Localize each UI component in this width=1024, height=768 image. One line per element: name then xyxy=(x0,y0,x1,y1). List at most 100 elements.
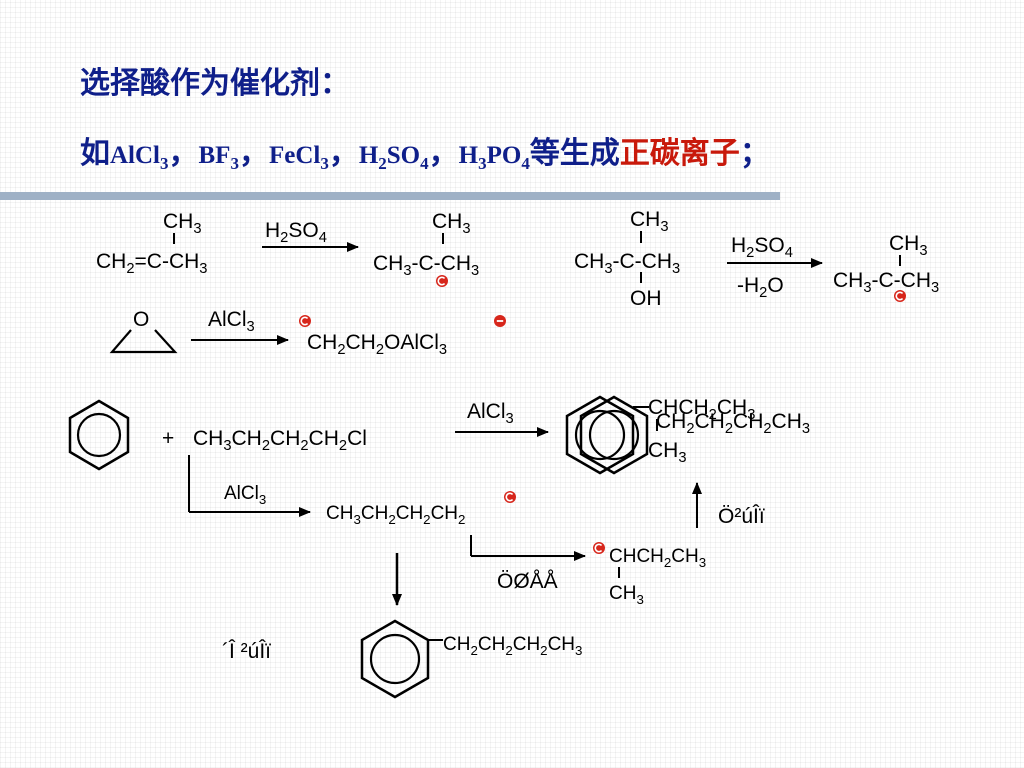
formula-part: AlCl xyxy=(110,142,160,169)
r1-reactant-methyl: CH3 xyxy=(163,210,202,237)
formula-part: AlCl xyxy=(224,483,259,504)
formula-part: 3 xyxy=(802,421,810,437)
heading-suffix: 等生成 xyxy=(529,136,620,171)
formula-part: CH xyxy=(431,503,458,524)
formula-part: H xyxy=(731,234,746,257)
formula-part: CH xyxy=(326,503,353,524)
catalyst-formula: H2SO4 xyxy=(358,142,429,173)
formula-part: 4 xyxy=(785,245,793,261)
minor-product-label: ´Î ²úÎï xyxy=(222,640,271,663)
formula-part: CH xyxy=(513,634,540,655)
r1-reactant: CH2=C-CH3 xyxy=(96,250,207,277)
formula-part: 2 xyxy=(337,342,345,358)
formula-part: 3 xyxy=(199,261,207,277)
r3-reagent: AlCl3 xyxy=(208,308,255,335)
formula-part: SO xyxy=(288,219,318,242)
formula-part: BF xyxy=(198,142,231,169)
formula-part: OAlCl xyxy=(384,331,439,354)
formula-part: 2 xyxy=(664,555,671,570)
formula-part: 3 xyxy=(506,411,514,427)
formula-part: 3 xyxy=(230,154,239,173)
formula-part: AlCl xyxy=(208,308,247,331)
formula-part: CHCH xyxy=(648,396,709,419)
formula-part: AlCl xyxy=(467,400,506,423)
formula-part: CH xyxy=(630,208,660,231)
reaction-tert-butanol: CH3 CH3-C-CH3 OH H2SO4 -H2O CH3 CH3-C-CH… xyxy=(574,208,939,310)
primary-carbocation: CH3CH2CH2CH2 xyxy=(326,503,465,527)
formula-part: 2 xyxy=(540,643,547,658)
formula-part: 3 xyxy=(471,263,479,279)
formula-part: 4 xyxy=(521,154,530,173)
r3-positive-charge xyxy=(298,314,312,328)
formula-part: 3 xyxy=(247,319,255,335)
reaction-isobutylene: CH3 CH2=C-CH3 H2SO4 CH3 CH3-C-CH3 xyxy=(96,210,479,288)
formula-part: CH xyxy=(772,410,802,433)
formula-part: 3 xyxy=(478,154,487,173)
formula-part: CH xyxy=(432,210,462,233)
rearrangement-label: ÖØÅÅ xyxy=(497,570,558,593)
formula-part: O xyxy=(133,308,149,331)
formula-part: CH xyxy=(361,503,388,524)
formula-part: 3 xyxy=(919,243,927,259)
formula-part: SO xyxy=(754,234,784,257)
main-product-chain-b: CH2CH2CH2CH3 xyxy=(656,410,810,437)
formula-part: CH xyxy=(232,427,262,450)
plus-sign: + xyxy=(162,427,174,450)
r2-reactant-methyl: CH3 xyxy=(630,208,669,235)
formula-part: O xyxy=(767,274,783,297)
catalyst-separator: ， xyxy=(168,136,199,171)
formula-part: 4 xyxy=(319,230,327,246)
formula-part: CH xyxy=(307,331,337,354)
r1-reagent: H2SO4 xyxy=(265,219,327,246)
r2-condition: -H2O xyxy=(737,274,784,301)
formula-part: 3 xyxy=(604,261,612,277)
formula-part: 2 xyxy=(470,643,477,658)
formula-part: 2 xyxy=(300,438,308,454)
formula-part: CH xyxy=(96,250,126,273)
formula-part: H xyxy=(358,142,379,169)
r3-product: CH2CH2OAlCl3 xyxy=(307,331,447,358)
r4-reagent-branch: AlCl3 xyxy=(224,483,266,507)
r2-product-methyl: CH3 xyxy=(889,232,928,259)
formula-part: CH xyxy=(671,546,698,567)
formula-part: CH xyxy=(717,396,747,419)
formula-part: CH xyxy=(574,250,604,273)
formula-part: CH xyxy=(478,634,505,655)
benzene-ring-reactant xyxy=(68,399,130,471)
main-product-chain-a: CHCH2CH3 xyxy=(648,396,755,423)
formula-part: 4 xyxy=(420,154,429,173)
r3-negative-charge xyxy=(493,314,507,328)
main-product-methyl: CH3 xyxy=(648,439,687,466)
r1-product-methyl: CH3 xyxy=(432,210,471,237)
formula-part: CH xyxy=(609,583,636,604)
carbocation-term: 正碳离子 xyxy=(619,136,740,171)
formula-part: CHCH xyxy=(609,546,664,567)
catalyst-separator: ， xyxy=(328,136,359,171)
formula-part: 2 xyxy=(378,154,387,173)
heading-end: ； xyxy=(739,136,770,171)
formula-part: CH xyxy=(548,634,575,655)
formula-part: CH xyxy=(889,232,919,255)
formula-part: 3 xyxy=(160,154,169,173)
catalyst-formula: FeCl3 xyxy=(269,142,329,173)
formula-part: 3 xyxy=(259,492,266,507)
formula-part: =C-CH xyxy=(135,250,200,273)
formula-part: CH xyxy=(309,427,339,450)
secondary-methyl: CH3 xyxy=(609,583,644,607)
formula-part: OH xyxy=(630,287,662,310)
r2-product: CH3-C-CH3 xyxy=(833,269,939,296)
formula-part: 3 xyxy=(353,512,360,527)
formula-part: CH xyxy=(443,634,470,655)
benzene-ring-main-product xyxy=(565,395,649,475)
r2-positive-charge xyxy=(893,289,907,303)
heading-line-2: 如AlCl3，BF3，FeCl3，H2SO4，H3PO4等生成正碳离子； xyxy=(80,128,770,174)
catalyst-formula: H3PO4 xyxy=(459,142,530,173)
catalyst-separator: ， xyxy=(428,136,459,171)
formula-part: -H xyxy=(737,274,759,297)
formula-part: 2 xyxy=(686,421,694,437)
formula-part: CH xyxy=(648,439,678,462)
formula-part: 2 xyxy=(388,512,395,527)
formula-part: 2 xyxy=(262,438,270,454)
catalyst-formula: BF3 xyxy=(198,142,239,173)
